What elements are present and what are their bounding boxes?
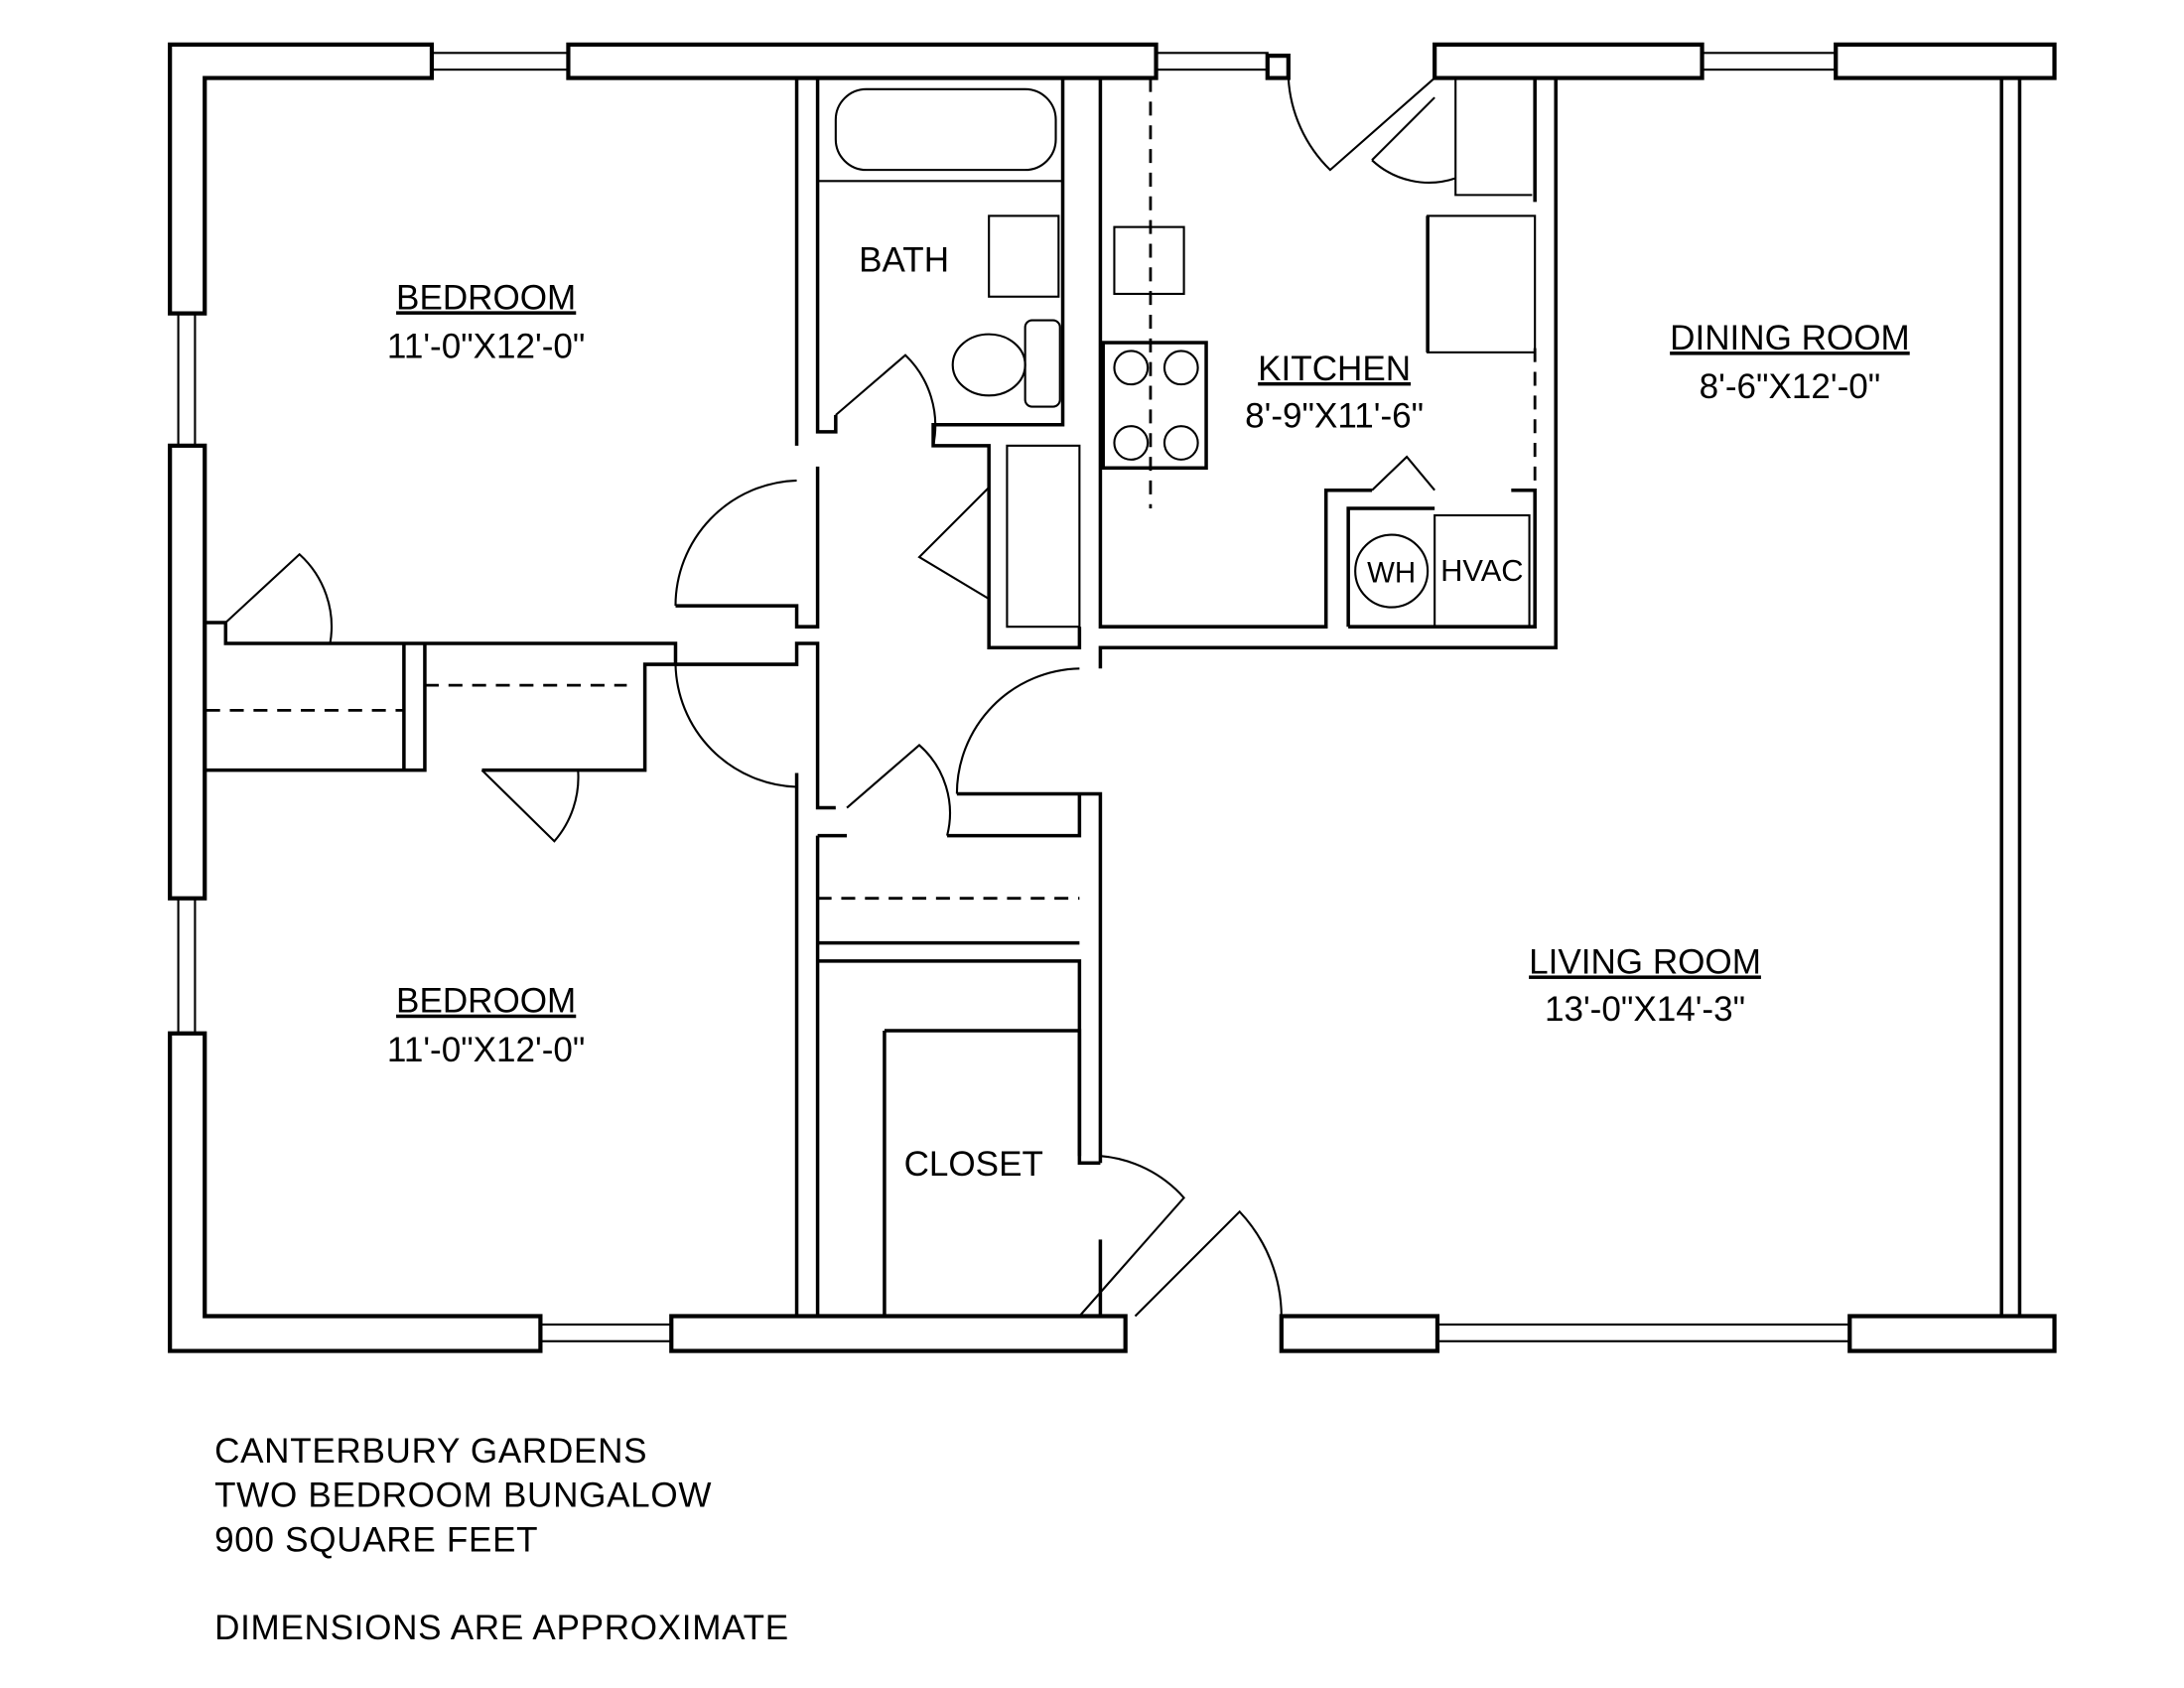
bathtub	[834, 87, 1057, 172]
bedroom2-label: BEDROOM	[396, 982, 576, 1021]
hvac-label: HVAC	[1440, 553, 1523, 588]
note-disclaimer: DIMENSIONS ARE APPROXIMATE	[214, 1609, 789, 1647]
living-label: LIVING ROOM	[1529, 942, 1761, 981]
kitchen-label: KITCHEN	[1258, 350, 1411, 388]
sink	[988, 214, 1060, 298]
water-heater	[1354, 533, 1430, 609]
bath-label: BATH	[859, 241, 949, 280]
note-type: TWO BEDROOM BUNGALOW	[214, 1477, 712, 1515]
exterior-walls	[168, 42, 2057, 1353]
closet-label: CLOSET	[904, 1145, 1043, 1184]
interior-walls	[203, 77, 1558, 1317]
kitchen-size: 8'-9"X11'-6"	[1245, 397, 1424, 436]
dining-size: 8'-6"X12'-0"	[1700, 367, 1881, 406]
wh-label: WH	[1367, 556, 1416, 589]
hvac-unit	[1433, 513, 1531, 629]
note-area: 900 SQUARE FEET	[214, 1521, 538, 1560]
living-size: 13'-0"X14'-3"	[1545, 990, 1745, 1029]
doors	[224, 76, 1533, 1318]
fixtures	[817, 87, 1537, 629]
windows	[177, 52, 1851, 1342]
bedroom1-label: BEDROOM	[396, 278, 576, 317]
toilet	[951, 333, 1026, 397]
refrigerator	[1427, 214, 1537, 353]
bedroom2-size: 11'-0"X12'-0"	[387, 1031, 585, 1069]
range	[1101, 341, 1208, 471]
note-property: CANTERBURY GARDENS	[214, 1432, 647, 1471]
bedroom1-size: 11'-0"X12'-0"	[387, 327, 585, 365]
dining-label: DINING ROOM	[1670, 319, 1910, 357]
